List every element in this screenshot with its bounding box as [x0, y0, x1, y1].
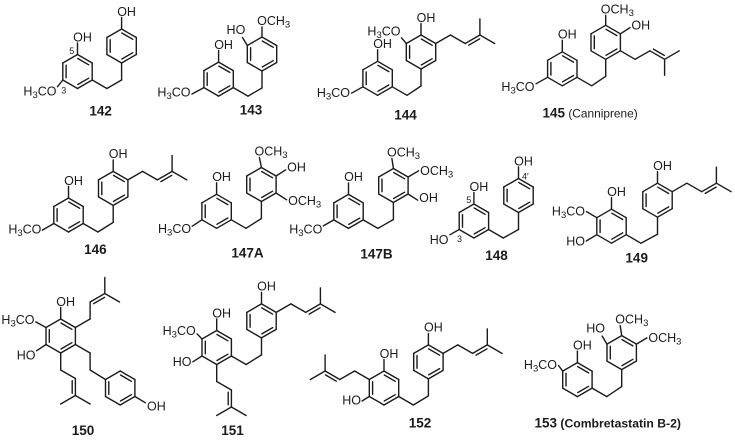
svg-text:H3CO: H3CO: [501, 80, 534, 97]
svg-text:OH: OH: [424, 321, 443, 335]
svg-text:H3CO: H3CO: [23, 84, 56, 101]
svg-text:HO: HO: [586, 322, 605, 336]
svg-text:OH: OH: [470, 180, 489, 194]
svg-text:H3CO: H3CO: [158, 222, 191, 239]
svg-text:152: 152: [409, 416, 432, 431]
svg-text:OH: OH: [514, 154, 533, 168]
svg-text:HO: HO: [173, 355, 192, 369]
svg-text:OH: OH: [631, 19, 650, 33]
svg-text:153 (Combretastatin B-2): 153 (Combretastatin B-2): [535, 416, 681, 431]
svg-text:OH: OH: [287, 161, 306, 175]
svg-text:148: 148: [485, 248, 508, 263]
svg-text:OCH3: OCH3: [648, 331, 681, 348]
svg-text:H3CO: H3CO: [163, 324, 196, 341]
svg-text:OH: OH: [417, 11, 436, 25]
svg-text:3: 3: [61, 85, 66, 95]
svg-text:OH: OH: [214, 38, 233, 52]
svg-text:3: 3: [457, 234, 462, 244]
svg-text:HO: HO: [227, 23, 246, 37]
svg-text:H3CO: H3CO: [552, 205, 585, 222]
svg-text:146: 146: [84, 242, 107, 257]
svg-text:OH: OH: [117, 5, 136, 19]
svg-text:HO: HO: [342, 394, 361, 408]
svg-text:OH: OH: [573, 338, 592, 352]
svg-text:OH: OH: [344, 170, 363, 184]
svg-text:OH: OH: [607, 185, 626, 199]
svg-text:OCH3: OCH3: [255, 145, 288, 162]
svg-text:OH: OH: [212, 306, 231, 320]
svg-text:OH: OH: [109, 147, 128, 161]
svg-text:OCH3: OCH3: [601, 2, 634, 19]
svg-text:144: 144: [394, 108, 417, 123]
svg-text:OCH3: OCH3: [615, 313, 648, 330]
svg-text:H3CO: H3CO: [289, 222, 322, 239]
svg-text:5: 5: [466, 195, 471, 205]
svg-text:OH: OH: [212, 170, 231, 184]
svg-text:147B: 147B: [360, 247, 393, 262]
svg-text:OH: OH: [558, 28, 577, 42]
svg-text:OH: OH: [64, 174, 83, 188]
svg-text:H3CO: H3CO: [367, 25, 400, 42]
svg-text:H3CO: H3CO: [157, 86, 190, 103]
svg-text:OH: OH: [73, 30, 92, 44]
svg-text:4′: 4′: [522, 172, 529, 182]
svg-text:H3CO: H3CO: [8, 223, 41, 240]
svg-text:OH: OH: [373, 37, 392, 51]
svg-text:H3CO: H3CO: [1, 313, 34, 330]
svg-text:151: 151: [221, 423, 244, 438]
svg-text:OCH3: OCH3: [387, 146, 420, 163]
svg-text:HO: HO: [566, 235, 585, 249]
svg-text:OH: OH: [147, 400, 166, 414]
svg-text:OH: OH: [257, 280, 276, 294]
svg-text:H3CO: H3CO: [524, 358, 557, 375]
svg-text:OCH3: OCH3: [420, 164, 453, 181]
svg-text:149: 149: [625, 251, 648, 266]
svg-text:H3CO: H3CO: [317, 86, 350, 103]
svg-text:OCH3: OCH3: [288, 194, 321, 211]
svg-text:HO: HO: [430, 233, 449, 247]
svg-text:147A: 147A: [231, 246, 264, 261]
svg-text:OH: OH: [419, 191, 438, 205]
svg-text:OH: OH: [56, 295, 75, 309]
svg-text:OH: OH: [380, 347, 399, 361]
svg-text:145 (Canniprene): 145 (Canniprene): [543, 106, 638, 121]
svg-text:142: 142: [89, 104, 112, 119]
svg-text:5: 5: [69, 46, 74, 56]
svg-text:OCH3: OCH3: [257, 14, 290, 31]
svg-text:HO: HO: [17, 349, 36, 363]
svg-text:OH: OH: [653, 159, 672, 173]
svg-text:143: 143: [240, 103, 263, 118]
svg-text:150: 150: [72, 423, 95, 438]
